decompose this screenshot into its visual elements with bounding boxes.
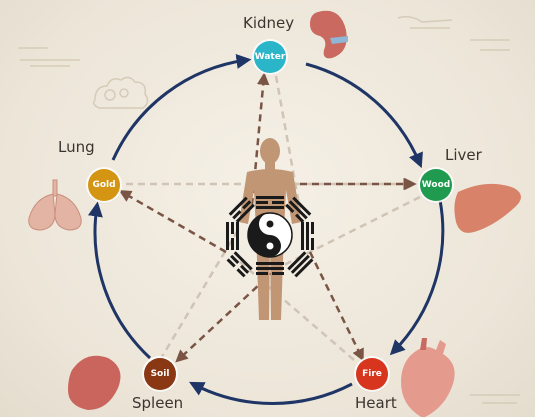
spleen-illustration xyxy=(68,355,121,410)
node-wood: Wood xyxy=(420,169,452,201)
cloud-decoration-right xyxy=(397,15,520,404)
generating-cycle xyxy=(88,53,445,405)
lung-illustration xyxy=(28,179,82,231)
human-figure xyxy=(239,138,301,320)
heart-illustration xyxy=(401,338,455,417)
arrow-water-to-wood xyxy=(305,62,423,169)
arrow-soil-to-gold xyxy=(88,201,152,360)
label-kidney: Kidney xyxy=(243,14,295,32)
bagua-trigrams xyxy=(226,196,314,278)
kidney-illustration xyxy=(310,10,348,59)
node-soil: Soil xyxy=(144,358,176,390)
node-gold: Gold xyxy=(88,169,120,201)
arrow-gold-to-water xyxy=(111,53,252,161)
label-heart: Heart xyxy=(355,394,397,412)
arrow-wood-to-fire xyxy=(389,199,445,356)
node-fire: Fire xyxy=(356,358,388,390)
cloud-decoration-left xyxy=(18,47,149,109)
liver-illustration xyxy=(454,183,521,233)
label-liver: Liver xyxy=(445,146,482,164)
yin-yang-icon xyxy=(247,212,293,258)
label-spleen: Spleen xyxy=(132,394,184,412)
label-lung: Lung xyxy=(58,138,95,156)
node-water: Water xyxy=(254,41,286,73)
arrow-fire-to-soil xyxy=(189,381,353,405)
